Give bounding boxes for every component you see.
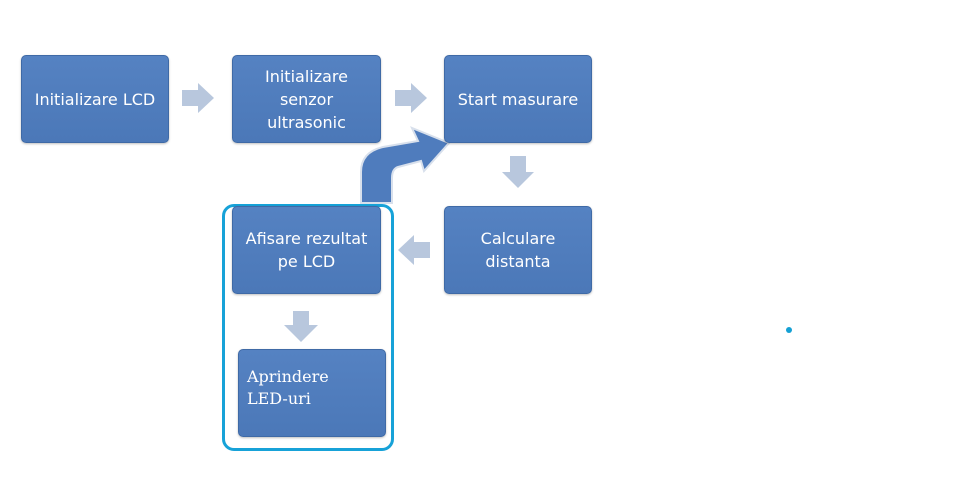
node-label: Start masurare bbox=[457, 89, 579, 109]
curved-arrow-icon bbox=[360, 126, 451, 204]
node-afisare-rezultat: Afisare rezultat pe LCD bbox=[232, 206, 381, 294]
node-start-masurare: Start masurare bbox=[444, 55, 592, 143]
node-initializare-lcd: Initializare LCD bbox=[21, 55, 169, 143]
arrow-down-icon bbox=[284, 311, 318, 342]
arrow-left-icon bbox=[398, 235, 430, 265]
node-initializare-senzor: Initializare senzor ultrasonic bbox=[232, 55, 381, 143]
node-label: Initializare LCD bbox=[34, 89, 156, 109]
arrow-right-icon bbox=[182, 83, 214, 113]
output-group-frame bbox=[222, 204, 394, 451]
node-label: Calculare distanta bbox=[480, 229, 556, 271]
arrow-down-icon bbox=[502, 156, 534, 188]
node-label: Aprindere LED-uri bbox=[247, 367, 329, 408]
node-calculare-distanta: Calculare distanta bbox=[444, 206, 592, 294]
node-aprindere-leduri: Aprindere LED-uri bbox=[238, 349, 386, 437]
node-label: Initializare senzor ultrasonic bbox=[265, 66, 348, 132]
arrow-right-icon bbox=[395, 83, 427, 113]
stray-dot bbox=[786, 327, 792, 333]
node-label: Afisare rezultat pe LCD bbox=[245, 229, 368, 271]
